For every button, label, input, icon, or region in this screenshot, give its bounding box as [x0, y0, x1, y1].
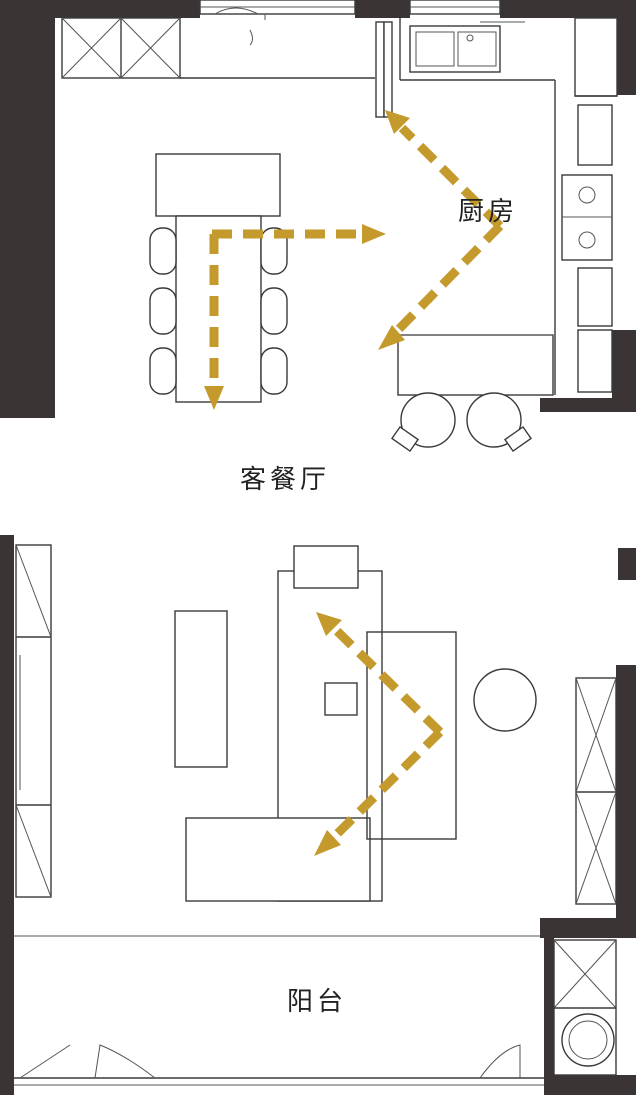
top-windows — [199, 0, 501, 20]
side-bench — [174, 610, 228, 768]
circulation-arrows — [204, 110, 504, 856]
flow-arrowhead-living-down — [314, 830, 341, 856]
left-wall-upper-cap — [0, 398, 55, 418]
flow-arrow-kitchen-up — [398, 124, 504, 230]
right-wall-balcony — [544, 938, 554, 1078]
flow-arrowhead-kitchen-down — [378, 325, 405, 350]
left-wall-lower — [0, 535, 14, 1095]
flow-arrowhead-dining-right — [362, 224, 386, 244]
bottom-wall-right — [544, 1075, 636, 1095]
washing-machine — [561, 1013, 615, 1067]
flow-arrowhead-living-up — [316, 612, 342, 636]
kitchen-counters — [397, 17, 618, 396]
storage-cabinets — [61, 17, 375, 79]
bar-stools — [390, 392, 533, 453]
right-wall-upper — [617, 0, 636, 95]
right-wall-corner — [540, 918, 636, 938]
flow-arrow-living-up — [332, 626, 444, 736]
room-label-kitchen: 厨房 — [458, 197, 518, 227]
flow-arrowhead-dining-down — [204, 386, 224, 410]
room-label-living-dining: 客餐厅 — [240, 465, 330, 495]
kitchen-sink — [409, 25, 501, 73]
left-wall-upper — [0, 0, 55, 418]
tv-cabinet — [15, 544, 52, 898]
right-storage — [575, 677, 617, 905]
flow-arrow-kitchen-down — [394, 222, 504, 334]
right-wall-mid-stub — [618, 548, 636, 580]
flow-arrow-living-down — [329, 728, 444, 842]
rug — [366, 631, 457, 840]
living-room — [15, 544, 617, 905]
sofa-headrest — [293, 545, 359, 589]
dining-chairs-left — [149, 227, 177, 395]
round-table — [473, 668, 537, 732]
right-wall-lower — [616, 665, 636, 920]
balcony — [14, 935, 617, 1086]
kitchen-island — [397, 334, 554, 396]
top-wall-mid — [355, 0, 410, 18]
ottoman — [324, 682, 358, 716]
sideboard — [155, 153, 281, 217]
room-label-balcony: 阳台 — [287, 987, 347, 1017]
kitchen-sliding-door — [375, 21, 393, 118]
flow-arrowhead-kitchen-up — [385, 110, 410, 134]
top-wall-left — [40, 0, 200, 18]
kitchen-wall-stub — [540, 398, 636, 412]
top-wall-right — [500, 0, 636, 18]
dining-chairs-right — [260, 227, 288, 395]
